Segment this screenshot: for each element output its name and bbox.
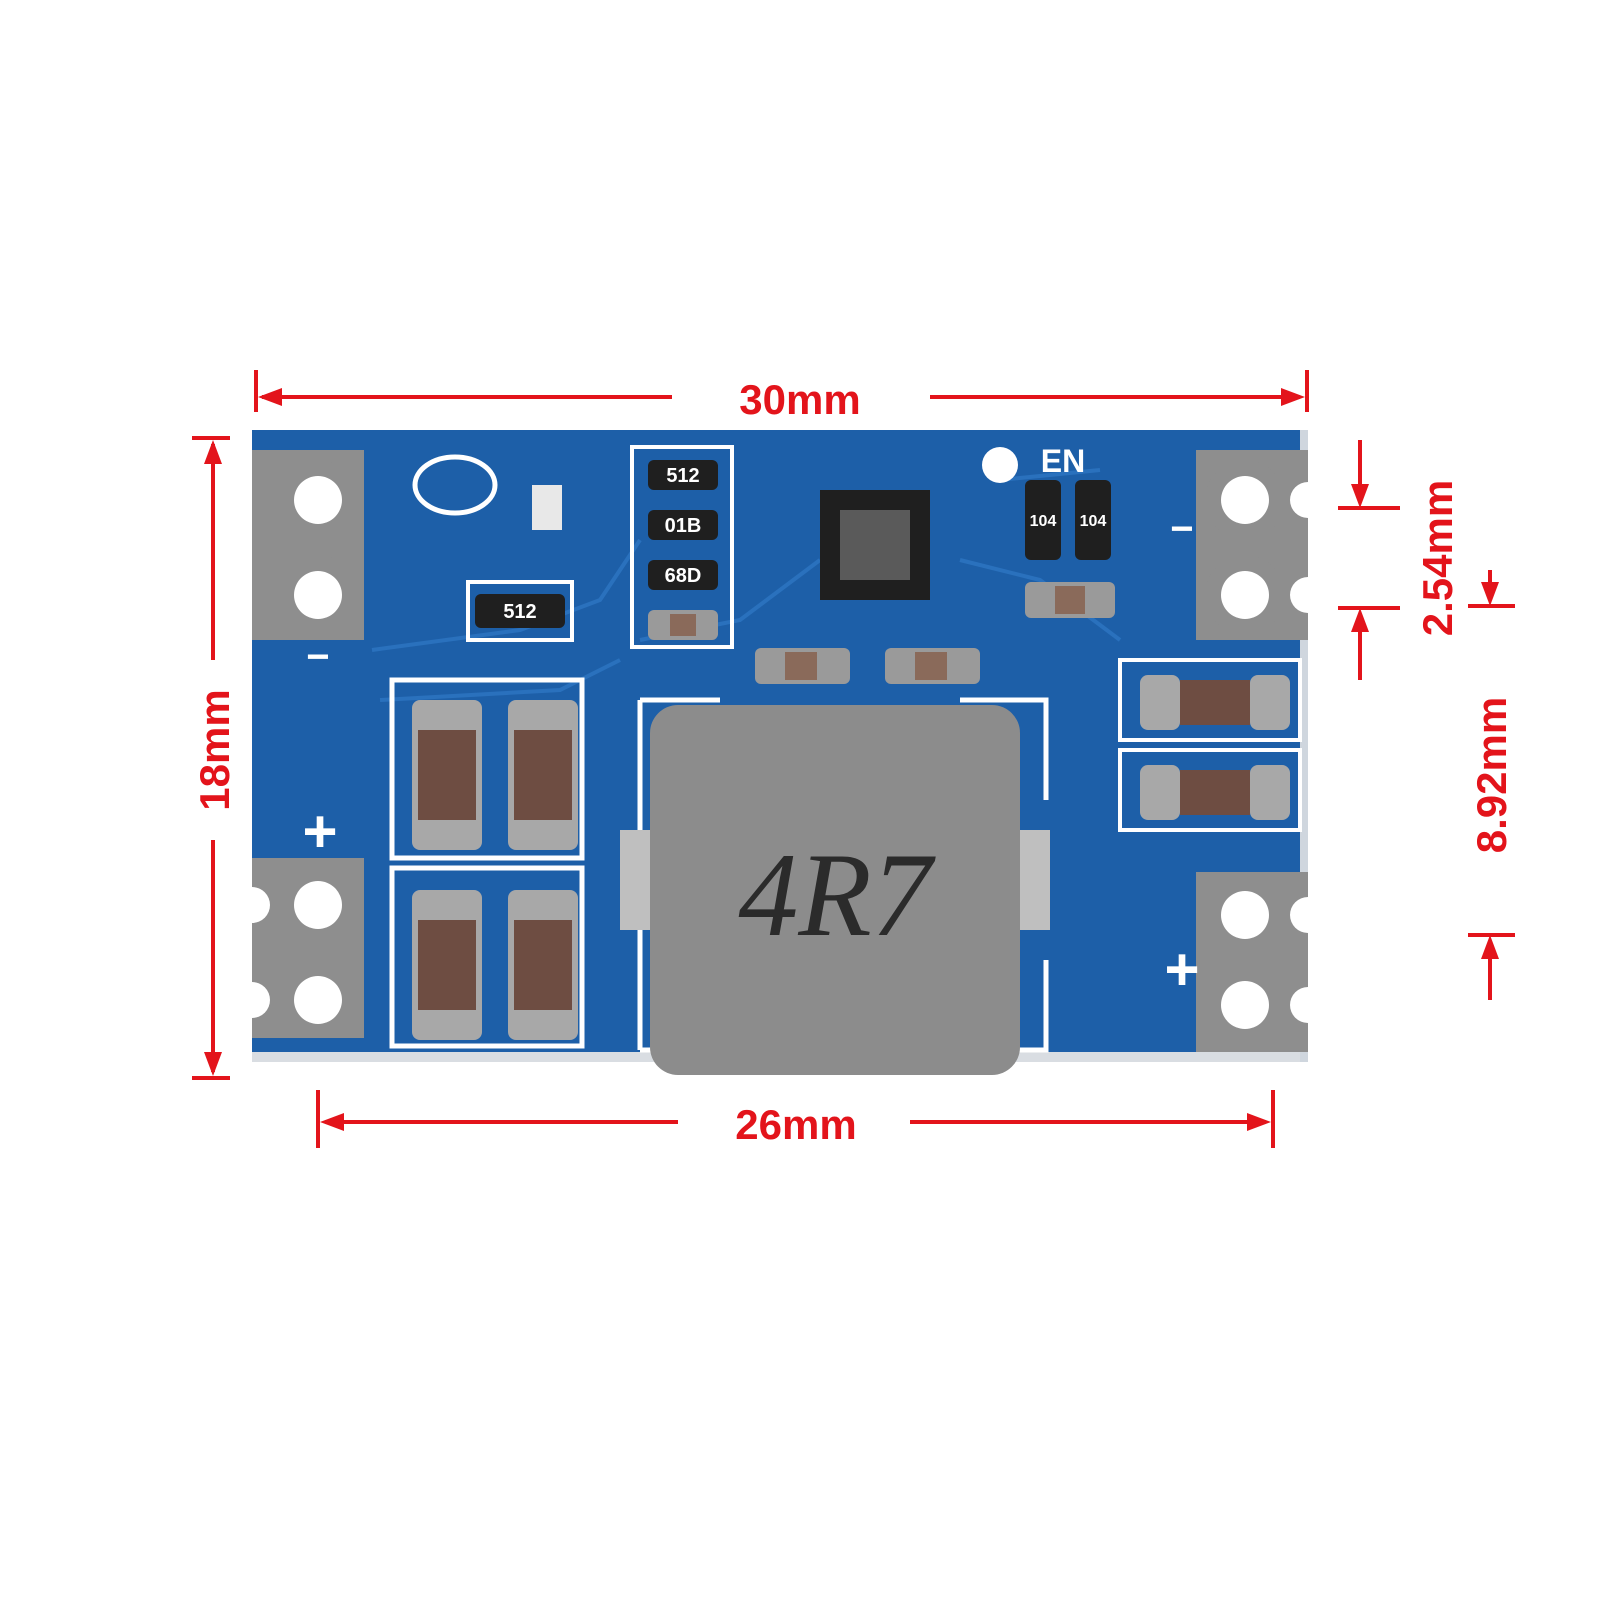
mounting-hole	[982, 447, 1018, 483]
inductor-marking: 4R7	[738, 828, 936, 961]
left-minus-mark: −	[306, 635, 329, 679]
height-left-label: 18mm	[191, 689, 238, 811]
pin-pitch-label: 2.54mm	[1414, 479, 1461, 637]
right-plus-pads	[1196, 872, 1326, 1052]
smd-resistors: 512 01B 68D 512 104 104	[466, 445, 1115, 684]
resistor-1-label: 512	[666, 465, 699, 487]
left-plus-pads	[234, 858, 364, 1038]
width-bottom-label: 26mm	[735, 1101, 857, 1148]
right-minus-pads	[1196, 450, 1326, 640]
right-plus-mark: +	[1164, 936, 1199, 1003]
input-capacitors	[389, 677, 585, 1049]
status-led	[532, 485, 562, 530]
right-minus-mark: −	[1170, 507, 1193, 551]
resistor-3-label: 68D	[665, 565, 702, 587]
width-top-label: 30mm	[739, 376, 861, 423]
resistor-6-label: 104	[1080, 513, 1107, 530]
enable-label: EN	[1041, 443, 1085, 479]
dimension-lines	[192, 370, 1515, 1148]
converter-ic	[820, 490, 930, 600]
left-minus-pads	[252, 450, 364, 640]
solder-jumper	[412, 454, 498, 516]
power-inductor: 4R7	[620, 697, 1050, 1075]
resistor-5-label: 104	[1030, 513, 1057, 530]
resistor-2-label: 01B	[665, 515, 702, 537]
pin-spacing-label: 8.92mm	[1468, 696, 1515, 854]
left-plus-mark: +	[302, 798, 337, 865]
output-capacitors	[1118, 658, 1302, 832]
resistor-4-label: 512	[503, 601, 536, 623]
